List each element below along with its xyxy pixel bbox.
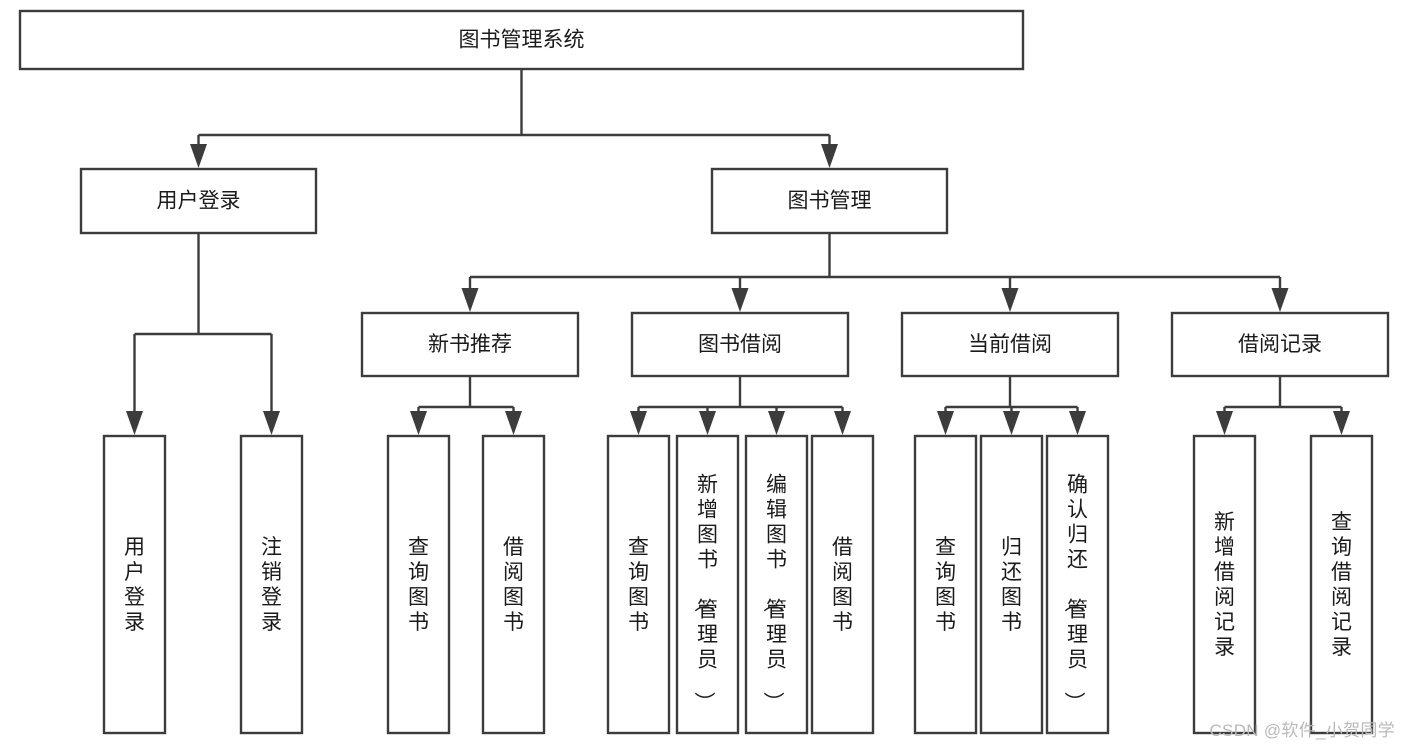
arrow-head-icon xyxy=(768,411,785,435)
node-box[interactable] xyxy=(360,311,580,378)
edges-layer xyxy=(126,69,1350,435)
node-box[interactable] xyxy=(1170,311,1390,378)
node-box[interactable] xyxy=(913,434,978,735)
connector-group-new-book-rec xyxy=(410,376,522,435)
node-box[interactable] xyxy=(1045,434,1110,735)
node-label: 图书借阅 xyxy=(698,333,782,356)
connector-group-book-borrow xyxy=(630,376,851,435)
watermark-label: CSDN @软件_小贺同学 xyxy=(1209,721,1395,740)
node-leaf-add-record[interactable]: 新增借阅记录 xyxy=(1192,434,1257,735)
node-label: 查询图书 xyxy=(408,536,429,634)
node-box[interactable] xyxy=(810,434,875,735)
node-book-borrow[interactable]: 图书借阅 xyxy=(630,311,850,378)
node-label: 查询图书 xyxy=(935,536,956,634)
node-root[interactable]: 图书管理系统 xyxy=(18,9,1025,71)
node-box[interactable] xyxy=(979,434,1044,735)
connector-group-book-manage xyxy=(461,233,1289,312)
arrow-head-icon xyxy=(1271,288,1289,312)
node-label: 新增借阅记录 xyxy=(1214,511,1235,659)
node-box[interactable] xyxy=(1309,434,1374,735)
arrow-head-icon xyxy=(699,411,716,435)
node-box[interactable] xyxy=(900,311,1120,378)
node-box[interactable] xyxy=(606,434,671,735)
node-label: 编辑图书（管理员） xyxy=(761,474,787,713)
node-label: 用户登录 xyxy=(157,190,241,213)
node-box[interactable] xyxy=(630,311,850,378)
node-leaf-query-book-3[interactable]: 查询图书 xyxy=(913,434,978,735)
arrow-head-icon xyxy=(731,288,749,312)
node-box[interactable] xyxy=(710,167,949,235)
node-label: 当前借阅 xyxy=(968,333,1052,356)
node-box[interactable] xyxy=(744,434,809,735)
arrow-head-icon xyxy=(190,144,207,168)
arrow-head-icon xyxy=(410,411,427,435)
arrow-head-icon xyxy=(630,411,647,435)
node-label: 用户登录 xyxy=(124,536,145,634)
node-box[interactable] xyxy=(18,9,1025,71)
node-label: 新增图书（管理员） xyxy=(692,474,718,713)
arrow-head-icon xyxy=(1216,411,1233,435)
node-borrow-record[interactable]: 借阅记录 xyxy=(1170,311,1390,378)
arrow-head-icon xyxy=(1001,288,1019,312)
node-label: 借阅图书 xyxy=(503,536,524,634)
arrow-head-icon xyxy=(505,411,522,435)
node-box[interactable] xyxy=(102,434,167,735)
node-box[interactable] xyxy=(386,434,451,735)
connector-group-user-login xyxy=(126,233,280,435)
arrow-head-icon xyxy=(461,288,479,312)
node-box[interactable] xyxy=(1192,434,1257,735)
node-leaf-query-book-2[interactable]: 查询图书 xyxy=(606,434,671,735)
node-leaf-return-book[interactable]: 归还图书 xyxy=(979,434,1044,735)
node-label: 查询图书 xyxy=(628,536,649,634)
nodes-layer: 图书管理系统用户登录图书管理新书推荐图书借阅当前借阅借阅记录用户登录注销登录查询… xyxy=(18,9,1390,735)
arrow-head-icon xyxy=(126,411,143,435)
node-box[interactable] xyxy=(239,434,304,735)
node-leaf-add-book[interactable]: 新增图书（管理员） xyxy=(675,434,740,735)
node-label: 注销登录 xyxy=(261,536,282,634)
arrow-head-icon xyxy=(834,411,851,435)
node-box[interactable] xyxy=(675,434,740,735)
node-user-login[interactable]: 用户登录 xyxy=(79,167,318,235)
node-leaf-logout[interactable]: 注销登录 xyxy=(239,434,304,735)
arrow-head-icon xyxy=(937,411,954,435)
node-current-borrow[interactable]: 当前借阅 xyxy=(900,311,1120,378)
node-box[interactable] xyxy=(481,434,546,735)
node-new-book-rec[interactable]: 新书推荐 xyxy=(360,311,580,378)
connector-group-current-borrow xyxy=(937,376,1086,435)
node-leaf-confirm-return[interactable]: 确认归还（管理员） xyxy=(1045,434,1110,735)
node-leaf-borrow-book-1[interactable]: 借阅图书 xyxy=(481,434,546,735)
node-leaf-edit-book[interactable]: 编辑图书（管理员） xyxy=(744,434,809,735)
node-label: 图书管理系统 xyxy=(459,29,585,52)
node-label: 借阅记录 xyxy=(1238,333,1322,356)
arrow-head-icon xyxy=(1069,411,1086,435)
arrow-head-icon xyxy=(821,144,838,168)
node-leaf-query-book-1[interactable]: 查询图书 xyxy=(386,434,451,735)
node-label: 图书管理 xyxy=(788,190,872,213)
node-label: 查询借阅记录 xyxy=(1331,511,1352,659)
arrow-head-icon xyxy=(1333,411,1350,435)
node-label: 归还图书 xyxy=(1001,536,1022,634)
node-box[interactable] xyxy=(79,167,318,235)
arrow-head-icon xyxy=(263,411,280,435)
connector-group-borrow-record xyxy=(1216,376,1350,435)
node-leaf-user-login[interactable]: 用户登录 xyxy=(102,434,167,735)
connector-group-root xyxy=(190,69,838,168)
arrow-head-icon xyxy=(1003,411,1020,435)
node-label: 借阅图书 xyxy=(832,536,853,634)
node-label: 新书推荐 xyxy=(428,333,512,356)
node-leaf-borrow-book-2[interactable]: 借阅图书 xyxy=(810,434,875,735)
node-label: 确认归还（管理员） xyxy=(1062,474,1088,713)
node-leaf-query-record[interactable]: 查询借阅记录 xyxy=(1309,434,1374,735)
node-book-manage[interactable]: 图书管理 xyxy=(710,167,949,235)
